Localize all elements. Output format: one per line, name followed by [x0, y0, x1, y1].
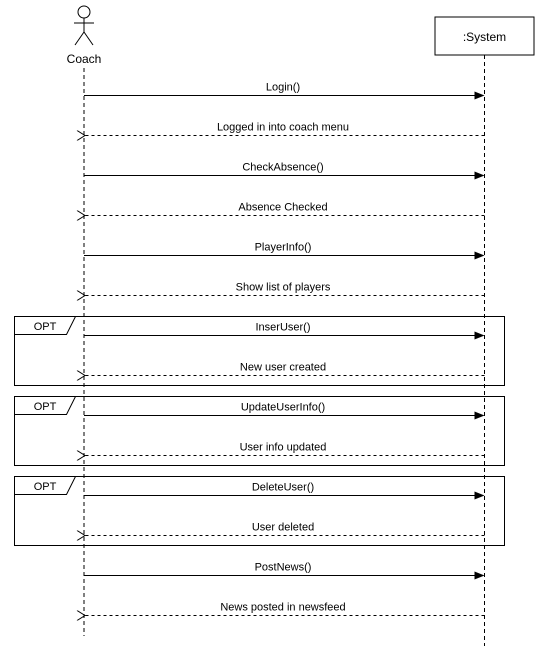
call-message: CheckAbsence(): [84, 162, 485, 180]
message-label: Logged in into coach menu: [217, 122, 349, 134]
return-message: News posted in newsfeed: [85, 602, 485, 616]
fragment-frame: [14, 476, 505, 546]
actor-leg-right: [83, 31, 94, 46]
fragment-frame: [14, 396, 505, 466]
message-label: Absence Checked: [238, 202, 327, 214]
return-message: New user created: [85, 362, 485, 376]
return-message: Absence Checked: [85, 202, 485, 216]
system-name: :System: [463, 30, 506, 44]
fragment-tab: [14, 396, 76, 415]
messages-layer: Login() Logged in into coach menuCheckAbs…: [84, 82, 485, 616]
fragment-frame: [14, 316, 505, 386]
fragment-operator: OPT: [34, 481, 57, 493]
message-label: News posted in newsfeed: [220, 602, 345, 614]
call-message: PlayerInfo(): [84, 242, 485, 260]
call-message: PostNews(): [84, 562, 485, 580]
actor-leg-left: [74, 31, 85, 46]
call-message: DeleteUser(): [84, 482, 485, 500]
message-label: CheckAbsence(): [242, 162, 323, 174]
fragment-tab: [14, 316, 76, 335]
message-label: User info updated: [240, 442, 327, 454]
message-label: UpdateUserInfo(): [241, 402, 325, 414]
fragment-operator: OPT: [34, 321, 57, 333]
actor-head: [77, 5, 91, 19]
return-message: User info updated: [85, 442, 485, 456]
message-label: DeleteUser(): [252, 482, 314, 494]
return-message: User deleted: [85, 522, 485, 536]
message-label: Login(): [266, 82, 300, 94]
call-message: InserUser(): [84, 322, 485, 340]
message-label: Show list of players: [236, 282, 331, 294]
fragments-layer: OPT OPT OPT: [14, 316, 505, 546]
system-lifeline-head: :System: [434, 16, 535, 56]
system-box: [434, 16, 535, 56]
return-message: Logged in into coach menu: [85, 122, 485, 136]
opt-fragment: OPT: [14, 476, 505, 546]
call-message: Login(): [84, 82, 485, 100]
message-label: PlayerInfo(): [255, 242, 312, 254]
coach-actor: Coach: [67, 5, 102, 66]
fragment-operator: OPT: [34, 401, 57, 413]
call-message: UpdateUserInfo(): [84, 402, 485, 420]
actor-name: Coach: [67, 52, 102, 66]
fragment-tab: [14, 476, 76, 495]
message-label: PostNews(): [255, 562, 312, 574]
opt-fragment: OPT: [14, 316, 505, 386]
opt-fragment: OPT: [14, 396, 505, 466]
message-label: User deleted: [252, 522, 314, 534]
message-label: New user created: [240, 362, 326, 374]
message-label: InserUser(): [255, 322, 310, 334]
return-message: Show list of players: [85, 282, 485, 296]
